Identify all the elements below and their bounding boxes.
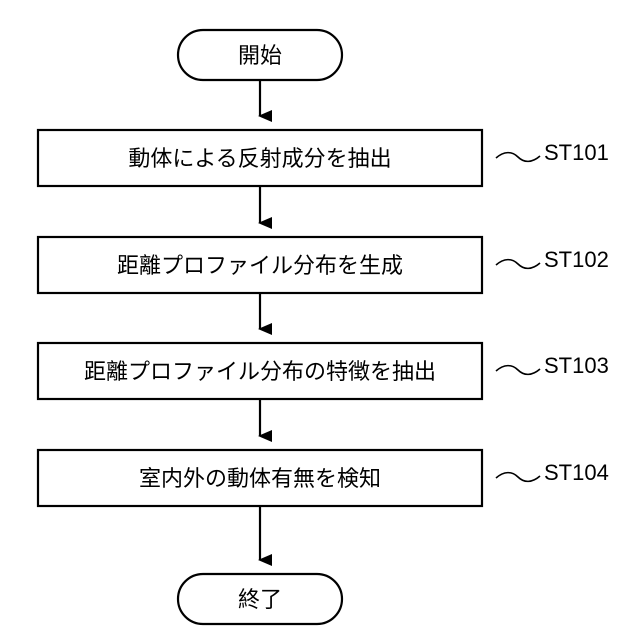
step-st104-ref: ST104 [544,460,609,485]
step-st104-leader [496,473,540,482]
step-st101-ref: ST101 [544,140,609,165]
step-st103-leader [496,366,540,375]
step-st101: 動体による反射成分を抽出 ST101 [38,130,609,186]
end-node: 終了 [178,574,342,624]
step-st101-label: 動体による反射成分を抽出 [128,147,391,172]
end-label: 終了 [238,588,282,613]
step-st102-ref: ST102 [544,247,609,272]
step-st103-label: 距離プロファイル分布の特徴を抽出 [84,360,436,385]
step-st104: 室内外の動体有無を検知 ST104 [38,450,609,506]
start-node: 開始 [178,30,342,80]
step-st103: 距離プロファイル分布の特徴を抽出 ST103 [38,343,609,399]
step-st102: 距離プロファイル分布を生成 ST102 [38,237,609,293]
step-st104-label: 室内外の動体有無を検知 [139,467,381,492]
step-st101-leader [496,153,540,162]
step-st102-leader [496,260,540,269]
step-st103-ref: ST103 [544,353,609,378]
start-label: 開始 [238,44,282,69]
step-st102-label: 距離プロファイル分布を生成 [117,254,403,279]
